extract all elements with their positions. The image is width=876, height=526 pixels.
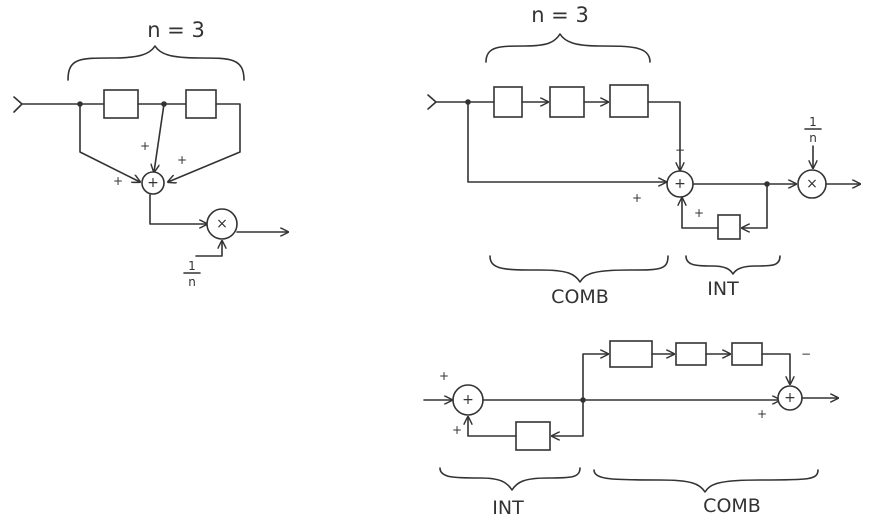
int-delay-block [717,214,741,240]
sign-minus: − [675,143,685,157]
comb-upper-path [582,354,608,401]
delayed-to-sum-path [647,101,680,170]
comb-delay-block-2 [675,342,707,366]
scale-denominator: n [188,275,196,289]
window-size-label-2: n = 3 [531,3,589,27]
delay-block-b [549,86,585,118]
comb-to-sum-path [761,353,790,384]
sum-left-symbol: + [462,392,474,408]
sign-plus-feedback-3: + [452,423,462,437]
tap-0-path [79,103,140,182]
delay-tail-feedback [168,103,241,182]
comb-brace-3 [593,469,819,493]
delay-block-2 [185,89,217,119]
comb-delay-block-3 [731,342,763,366]
int-return-path-3 [468,417,517,437]
input-arrow-2 [427,94,495,110]
tap-node-0 [77,101,83,107]
int-feedback-path-3 [552,399,584,436]
sign-plus-input: + [439,369,449,383]
int-brace [685,255,781,275]
moving-average-direct-diagram: n = 3 + + + + × 1 n [13,18,288,289]
int-label: INT [707,278,739,300]
sign-tap-2: + [177,153,187,167]
sign-plus-direct-3: + [757,407,767,421]
mult-symbol-2: × [806,176,818,192]
delay-block-a [493,86,523,118]
cic-reordered-diagram: + + + − + + INT COMB [423,340,838,519]
tap-1-path [154,103,165,172]
delay-block-1 [103,89,139,119]
mult-symbol: × [216,216,228,232]
delay-block-c [609,84,649,118]
int-brace-3 [439,467,581,491]
comb-brace [489,255,669,283]
window-brace [67,45,245,81]
summing-junction [141,171,165,195]
moving-average-recursive-diagram: n = 3 − + + + × 1 n COMB INT [427,3,860,308]
scale-numerator-2: 1 [809,115,817,129]
sum-to-mult-path [149,194,207,224]
scale-numerator: 1 [188,259,196,273]
scale-denominator-2: n [809,131,817,145]
sign-plus-direct: + [632,191,642,205]
tap-node-1 [161,101,167,107]
sign-tap-1: + [140,139,150,153]
int-label-3: INT [492,497,524,519]
sum-symbol: + [147,175,159,191]
input-arrow [13,96,105,113]
sum-symbol-2: + [674,176,686,192]
comb-label: COMB [551,286,609,308]
sign-plus-feedback: + [694,206,704,220]
window-brace-2 [485,33,651,63]
int-delay-block-3 [515,421,551,451]
sign-minus-3: − [801,347,811,361]
sign-tap-0: + [113,174,123,188]
direct-to-sum-path [467,101,666,182]
scaling-multiplier [206,208,238,240]
comb-label-3: COMB [703,495,761,517]
comb-delay-block-1 [609,340,653,368]
int-return-path [682,198,719,229]
int-feedback-path [742,183,768,228]
sum-right-symbol: + [784,390,796,406]
scale-feed-path [195,241,222,257]
window-size-label: n = 3 [147,18,205,42]
